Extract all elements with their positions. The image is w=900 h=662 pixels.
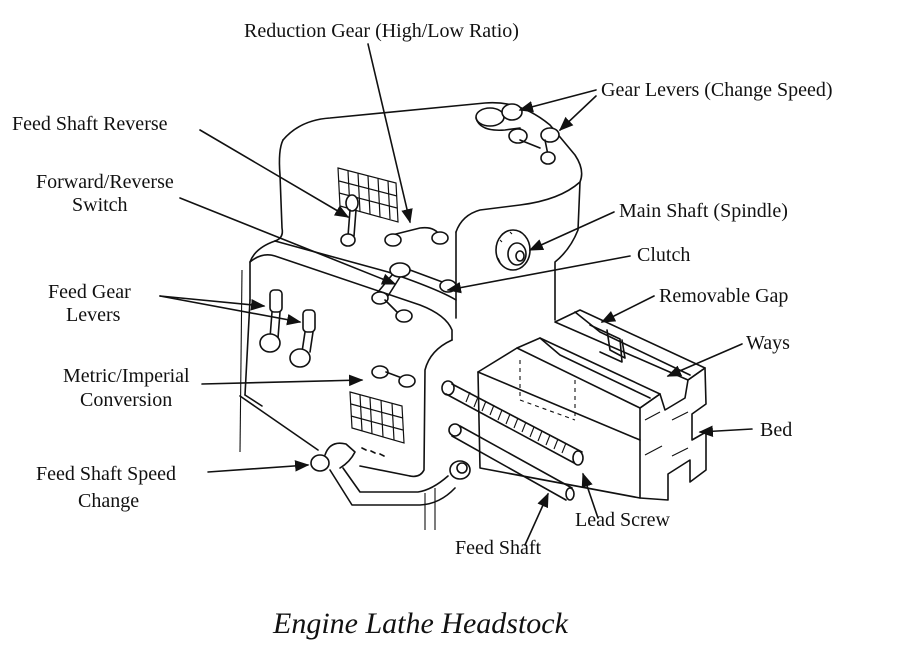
label-ways: Ways — [746, 332, 790, 354]
reduction-gear-lever — [384, 226, 449, 247]
leader-lines — [159, 43, 753, 546]
label-clutch: Clutch — [637, 244, 690, 266]
label-feed-gear-line2: Levers — [66, 304, 121, 326]
feed-gear-levers — [259, 289, 316, 368]
label-feed-shaft-reverse: Feed Shaft Reverse — [12, 113, 168, 135]
label-lead-screw: Lead Screw — [575, 509, 671, 531]
diagram-labels: Reduction Gear (High/Low Ratio) Gear Lev… — [12, 20, 833, 640]
label-reduction-gear: Reduction Gear (High/Low Ratio) — [244, 20, 519, 42]
label-bed: Bed — [760, 419, 792, 441]
feed-shaft — [448, 423, 575, 501]
diagram-title: Engine Lathe Headstock — [272, 607, 569, 640]
headstock-upper-body — [274, 101, 583, 321]
headstock-lower-body — [239, 240, 453, 478]
feed-shaft-speed-change — [310, 442, 471, 530]
main-shaft-spindle — [495, 229, 531, 271]
label-feed-shaft-speed-line1: Feed Shaft Speed — [36, 463, 176, 485]
label-metric-imperial-line2: Conversion — [80, 389, 172, 411]
metric-imperial-lever — [371, 365, 416, 388]
lead-screw — [441, 380, 584, 466]
speed-chart-upper — [337, 167, 399, 223]
label-feed-shaft-speed-line2: Change — [78, 490, 139, 512]
label-forward-reverse-line2: Switch — [72, 194, 128, 216]
speed-chart-lower — [349, 391, 405, 457]
label-removable-gap: Removable Gap — [659, 285, 788, 307]
label-feed-gear-line1: Feed Gear — [48, 281, 131, 303]
label-main-shaft: Main Shaft (Spindle) — [619, 200, 788, 222]
label-forward-reverse-line1: Forward/Reverse — [36, 171, 174, 193]
label-feed-shaft: Feed Shaft — [455, 537, 542, 559]
feed-shaft-reverse-lever — [340, 194, 359, 247]
label-metric-imperial-line1: Metric/Imperial — [63, 365, 190, 387]
gear-levers-top — [475, 103, 560, 165]
lathe-bed — [477, 309, 707, 501]
label-gear-levers: Gear Levers (Change Speed) — [601, 79, 833, 101]
